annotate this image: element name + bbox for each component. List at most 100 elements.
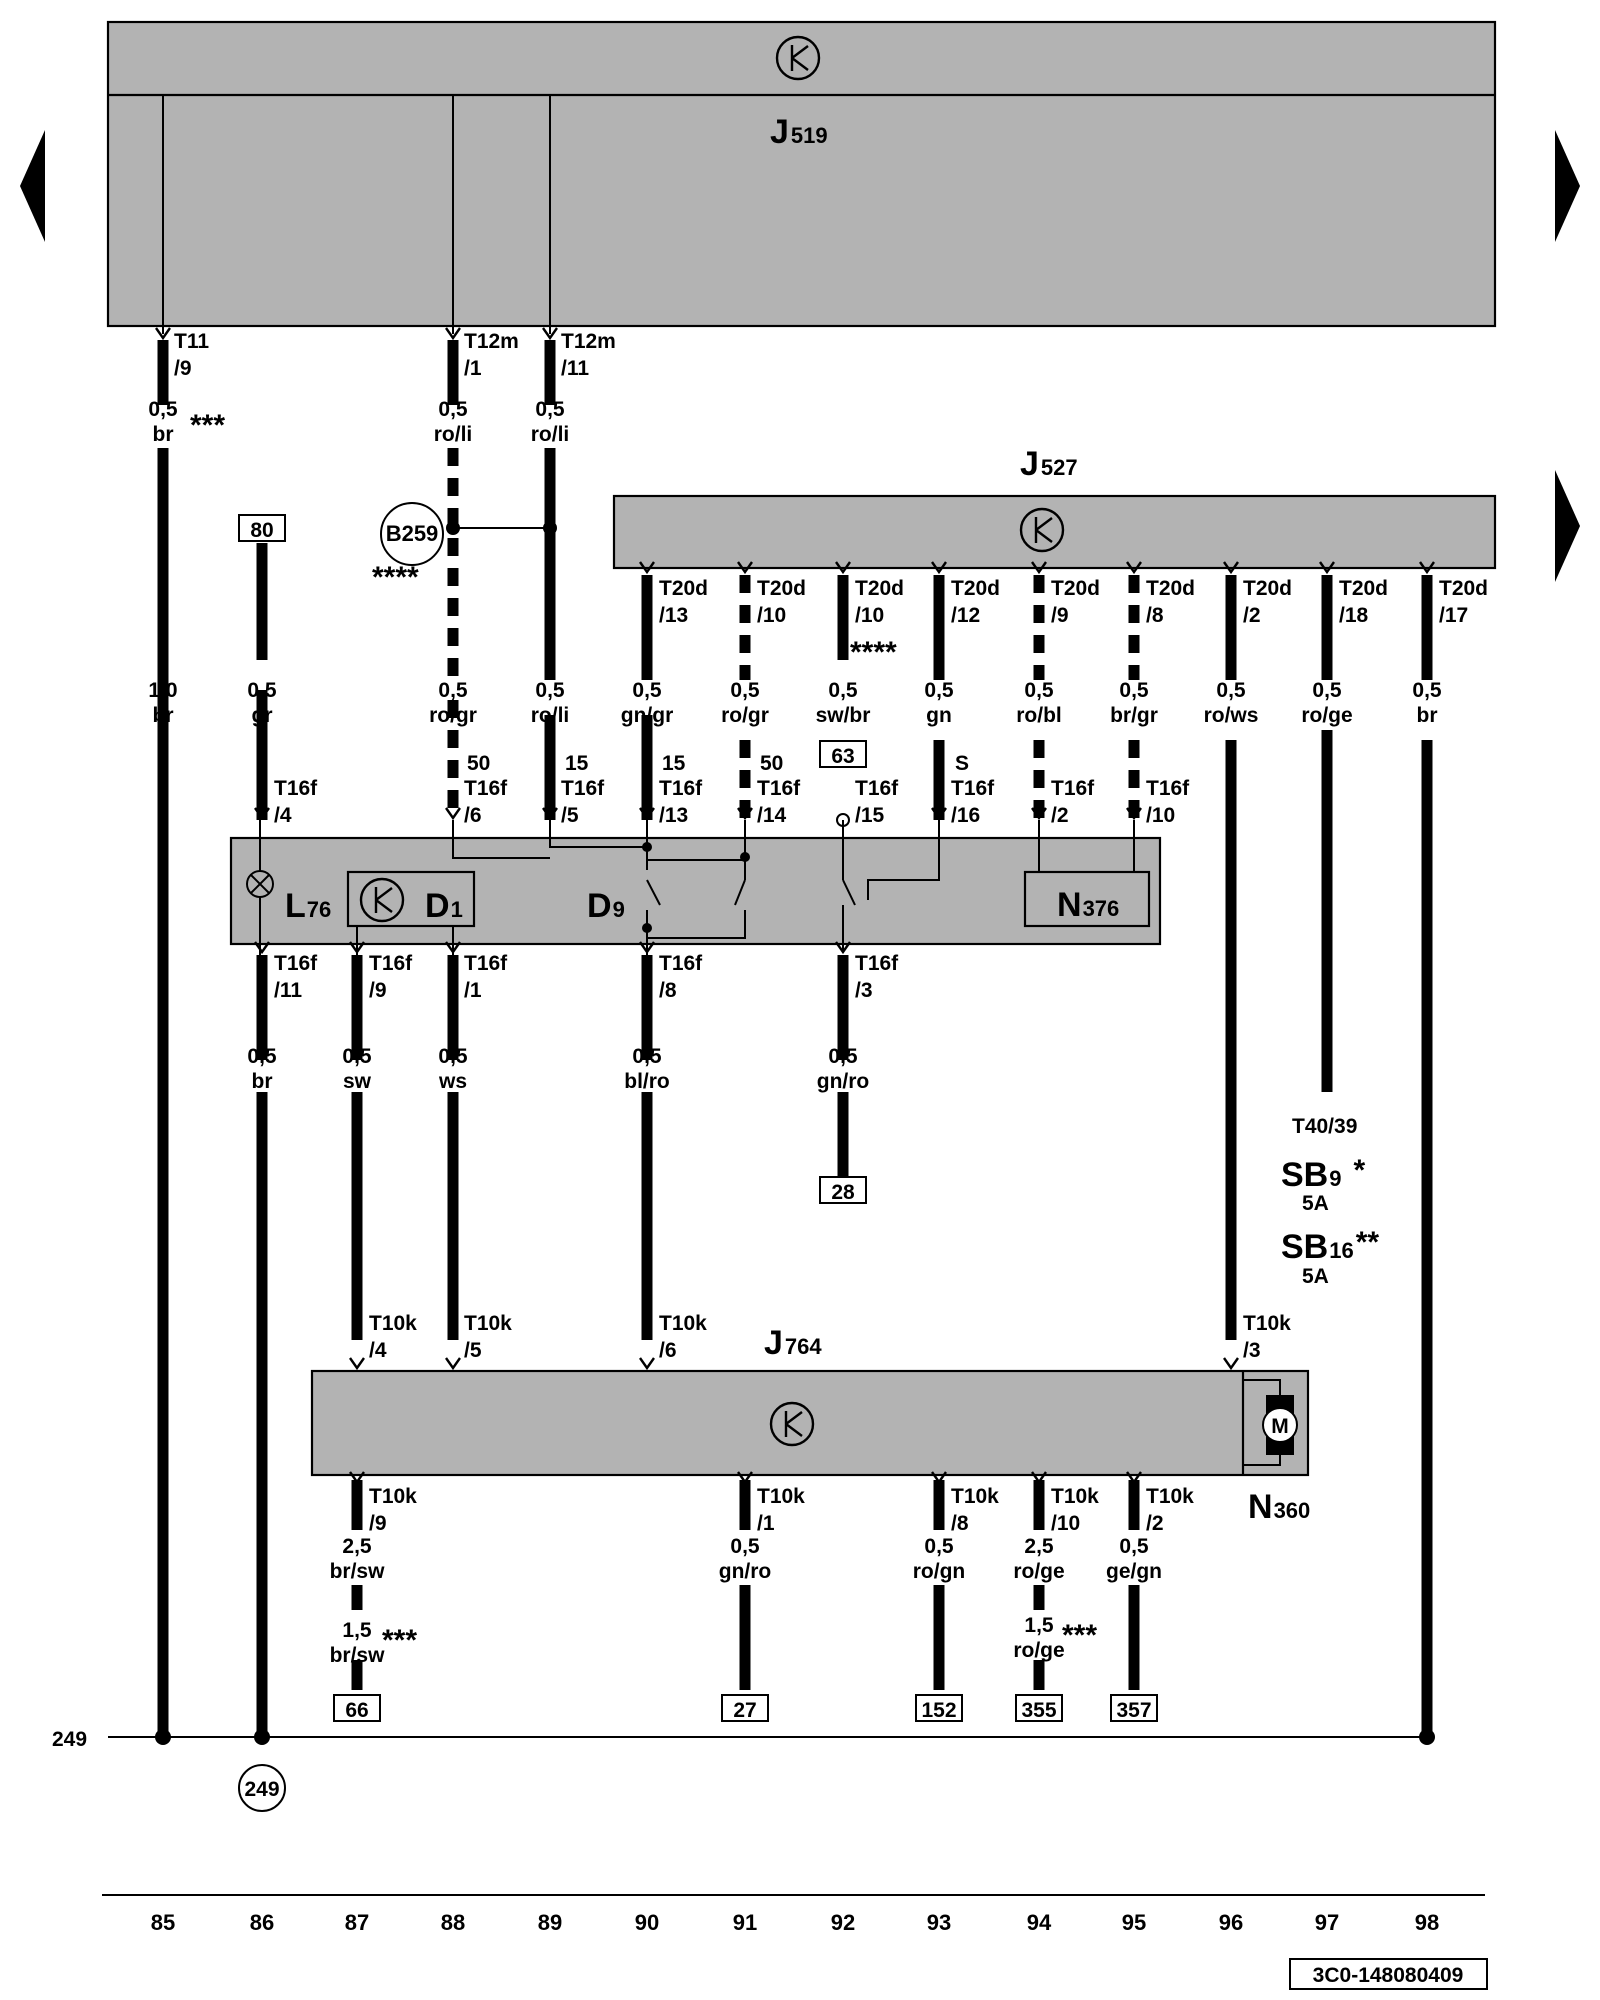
- next-page-arrow[interactable]: [1555, 130, 1580, 242]
- connector-arrow: [1126, 807, 1142, 821]
- connector-pin: /2: [1146, 1512, 1164, 1535]
- connector-arrow: [931, 561, 947, 575]
- reference-box-63: [819, 740, 867, 768]
- connector-arrow: [155, 327, 171, 341]
- previous-page-arrow[interactable]: [20, 130, 45, 242]
- wire-color: br: [252, 1070, 273, 1093]
- wire-gauge: 0,5: [1412, 679, 1442, 702]
- connector-label: T20d: [951, 577, 1000, 600]
- connector-pin: /9: [1051, 604, 1069, 627]
- connector-arrow: [349, 1471, 365, 1485]
- wire-gauge: 0,5: [828, 1045, 858, 1068]
- connector-label: T16f: [855, 952, 899, 975]
- column-number: 97: [1315, 1910, 1339, 1935]
- ecu-icon-j764: [769, 1401, 815, 1447]
- connector-pin: /13: [659, 804, 688, 827]
- connector-arrow: [254, 941, 270, 955]
- wire-gauge: 0,5: [342, 1045, 372, 1068]
- wire-gauge: 0,5: [828, 679, 858, 702]
- reference-27: 27: [733, 1699, 756, 1722]
- connector-pin: /6: [659, 1339, 677, 1362]
- connector-pin: /8: [659, 979, 677, 1002]
- connector-pin: /15: [855, 804, 885, 827]
- column-number: 95: [1122, 1910, 1146, 1935]
- ecu-icon-j527: [1019, 507, 1065, 553]
- reference-66: 66: [345, 1699, 368, 1722]
- junction-dot: [740, 852, 750, 862]
- terminal-label: 50: [467, 752, 490, 775]
- column-number: 86: [250, 1910, 274, 1935]
- j519-label: J519: [770, 113, 828, 151]
- connector-pin: /4: [274, 804, 292, 827]
- connector-label: T16f: [659, 777, 703, 800]
- footnote-star: ****: [372, 561, 419, 594]
- wire-gauge: 0,5: [924, 1535, 954, 1558]
- junction-dot: [254, 1729, 270, 1745]
- internal-connections: [102, 95, 1485, 1896]
- next-page-arrow-j527[interactable]: [1555, 470, 1580, 582]
- footnote-star: ***: [382, 1624, 417, 1657]
- wire-color: gn/ro: [817, 1070, 870, 1093]
- junction-dot: [642, 842, 652, 852]
- reference-80: 80: [250, 519, 273, 542]
- wire-gauge: 0,5: [730, 1535, 760, 1558]
- connector-arrow: [349, 1357, 365, 1371]
- wire-color: ro/gn: [913, 1560, 966, 1583]
- ground-bus-label: 249: [52, 1728, 87, 1751]
- wire-gauge: 0,5: [632, 679, 662, 702]
- wire-gauge: 0,5: [1312, 679, 1342, 702]
- s-terminal-wire: [842, 820, 940, 950]
- d9-contact-2: [734, 879, 746, 906]
- connector-pin: /6: [464, 804, 482, 827]
- ecu-icon: [775, 35, 821, 81]
- connector-label: T20d: [1243, 577, 1292, 600]
- connector-pin: /8: [1146, 604, 1164, 627]
- connector-label: T20d: [1439, 577, 1488, 600]
- d9-output-wire: [647, 910, 746, 939]
- wire-color: ro/gr: [721, 704, 769, 727]
- wires: [157, 340, 1433, 1737]
- open-terminal: [836, 813, 850, 827]
- connector-arrow: [542, 327, 558, 341]
- connector-label: T10k: [464, 1312, 512, 1335]
- column-number: 85: [151, 1910, 175, 1935]
- connector-label: T16f: [855, 777, 899, 800]
- column-number: 87: [345, 1910, 369, 1935]
- connector-arrow: [254, 807, 270, 821]
- wire-color: gn/gr: [621, 704, 674, 727]
- j764-box: [310, 1369, 1310, 1477]
- connector-arrow: [445, 327, 461, 341]
- connector-pin: /5: [464, 1339, 482, 1362]
- wire-gauge: 0,5: [1216, 679, 1246, 702]
- wire-color: br/sw: [330, 1560, 386, 1583]
- j519-internal-wires: [162, 95, 551, 334]
- n360-label: N360: [1248, 1488, 1310, 1526]
- connector-arrow: [445, 941, 461, 955]
- wire-color: br: [1417, 704, 1438, 727]
- connector-label: T16f: [464, 952, 508, 975]
- connector-pin: /8: [951, 1512, 969, 1535]
- reference-box-357: [1110, 1694, 1158, 1722]
- component-symbols: [238, 35, 1298, 1812]
- connector-pin: /1: [757, 1512, 775, 1535]
- connector-label: T16f: [274, 777, 318, 800]
- wire-gauge: 0,5: [438, 398, 468, 421]
- motor-icon: [1262, 1407, 1298, 1443]
- terminal-label: S: [955, 752, 969, 775]
- wire-color: br/gr: [1110, 704, 1158, 727]
- wire-color: br/sw: [330, 1644, 386, 1667]
- fuse-sb16-label: SB16**: [1281, 1226, 1379, 1266]
- switch-feed-wires: [452, 820, 746, 880]
- connector-arrow: [639, 561, 655, 575]
- footnote-star: ****: [850, 636, 897, 669]
- connector-arrow: [1126, 561, 1142, 575]
- footnote-star: ***: [190, 409, 225, 442]
- reference-355: 355: [1021, 1699, 1056, 1722]
- connector-label: T16f: [659, 952, 703, 975]
- connector-label: T16f: [561, 777, 605, 800]
- connector-arrow: [1031, 1471, 1047, 1485]
- connector-pin: /10: [1051, 1512, 1080, 1535]
- wire-gauge: 1,5: [342, 1619, 372, 1642]
